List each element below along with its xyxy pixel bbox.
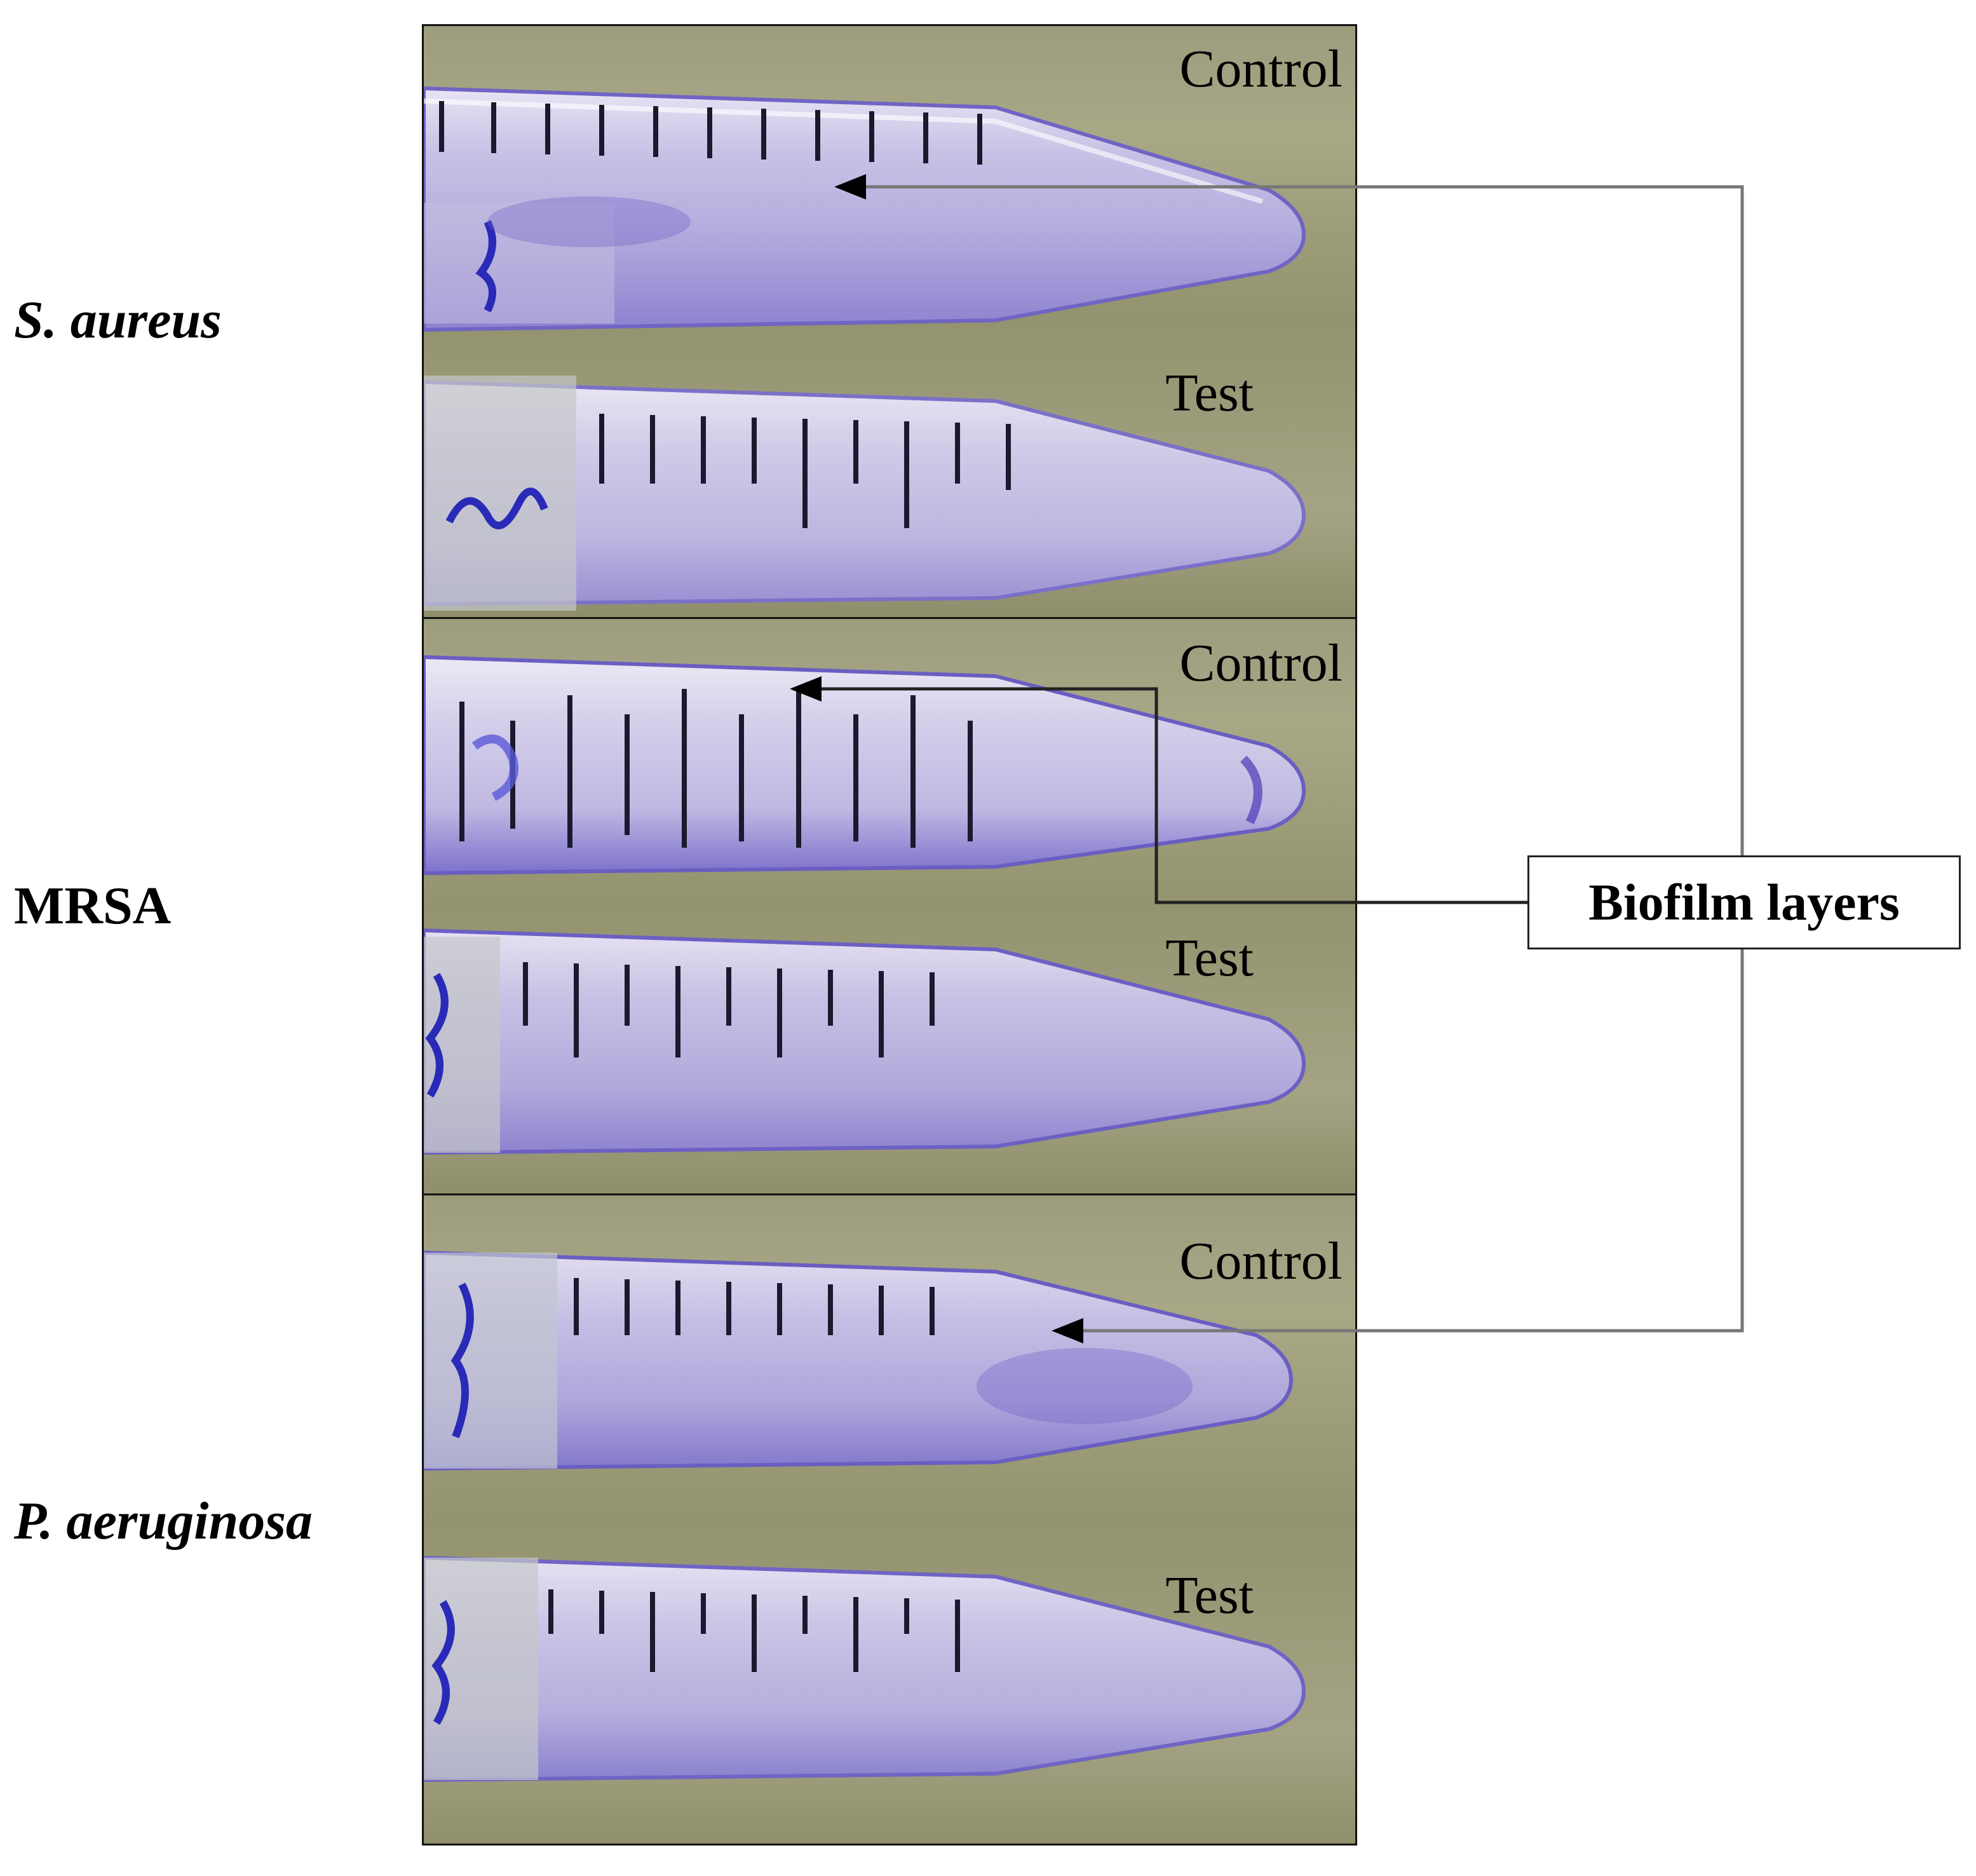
- row-label-mrsa: MRSA: [14, 876, 172, 935]
- tube-p-aeruginosa-control: [424, 1250, 1294, 1471]
- callout-label: Biofilm layers: [1588, 873, 1900, 931]
- leader-line-p-aeruginosa: [1052, 949, 1744, 1343]
- tube-label-control-1: Control: [1179, 39, 1343, 99]
- leader-line-s-aureus: [834, 174, 1744, 855]
- panel-p-aeruginosa: Control Test: [424, 1195, 1355, 1844]
- row-label-p-aeruginosa: P. aeruginosa: [14, 1492, 313, 1551]
- tube-label-test-2: Test: [1165, 928, 1254, 988]
- tube-photograph: Control Test: [422, 24, 1357, 1845]
- tube-label-control-3: Control: [1179, 1232, 1343, 1291]
- panel-s-aureus: Control Test: [424, 26, 1355, 617]
- tube-s-aureus-control: [424, 86, 1306, 332]
- tube-label-test-3: Test: [1165, 1566, 1254, 1625]
- panel-mrsa: Control Test: [424, 619, 1355, 1193]
- tube-p-aeruginosa-test: [424, 1555, 1306, 1783]
- tube-label-control-2: Control: [1179, 634, 1343, 693]
- tube-label-test-1: Test: [1165, 364, 1254, 423]
- tube-s-aureus-test: [424, 376, 1306, 611]
- tube-mrsa-test: [424, 928, 1306, 1155]
- panel-divider: [424, 1193, 1355, 1195]
- tube-mrsa-control: [424, 655, 1306, 876]
- callout-biofilm-layers: Biofilm layers: [1527, 855, 1961, 949]
- leader-line-mrsa: [790, 676, 1527, 904]
- row-label-s-aureus: S. aureus: [14, 290, 222, 350]
- panel-divider: [424, 617, 1355, 619]
